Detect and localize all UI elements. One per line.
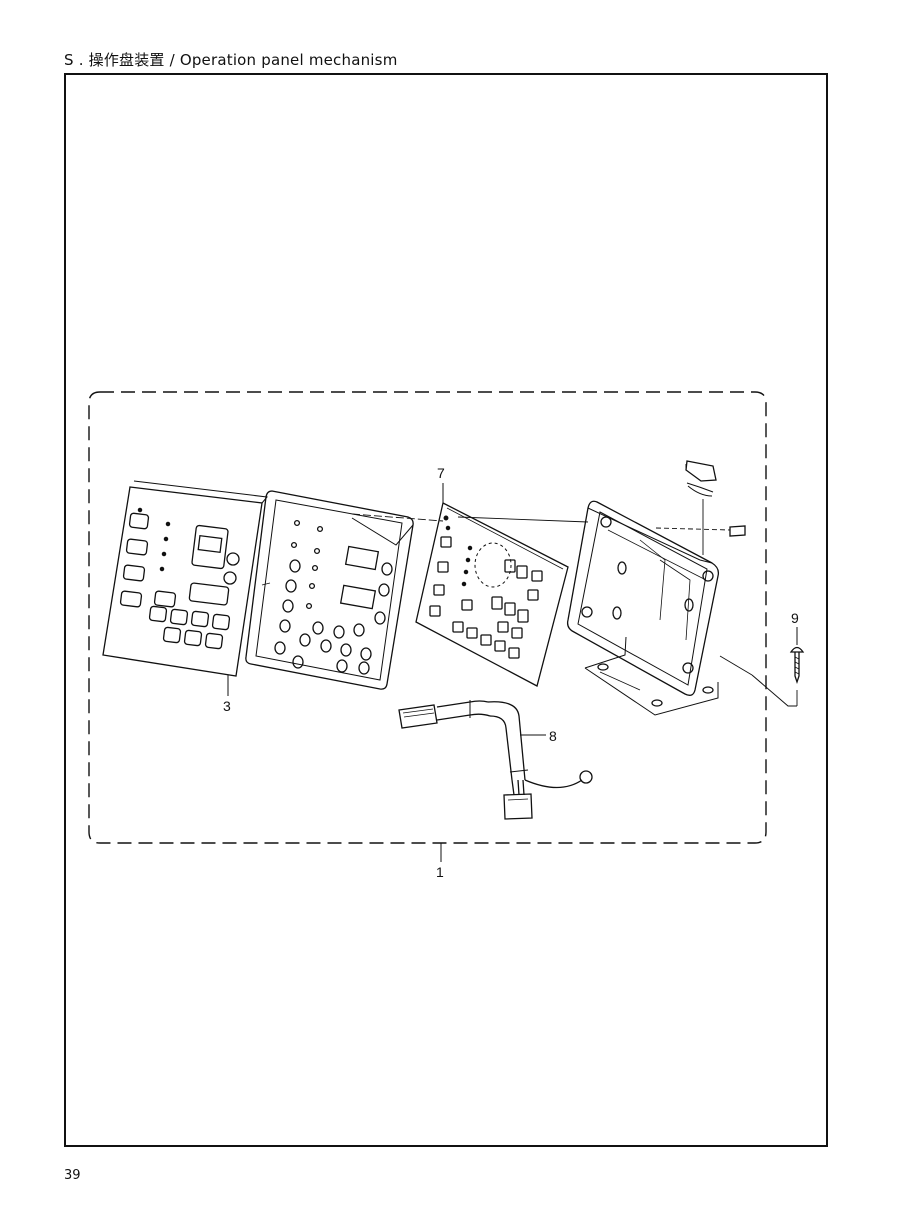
callout-8: 8 [549, 728, 557, 744]
callout-1: 1 [436, 864, 444, 880]
callout-7: 7 [437, 465, 445, 481]
wire-harness [398, 700, 593, 820]
guide-lines [261, 499, 798, 706]
panel-housing [566, 500, 720, 716]
clip-parts [685, 460, 746, 537]
diagram-frame [64, 73, 828, 1147]
panel-frame [245, 490, 414, 690]
callout-9: 9 [791, 610, 799, 626]
screw [789, 646, 805, 685]
assembly-boundary [88, 391, 767, 844]
leader-lines [227, 483, 798, 862]
page-title: S . 操作盘装置 / Operation panel mechanism [64, 51, 398, 69]
page-number: 39 [64, 1168, 81, 1183]
front-panel-sheet [102, 480, 268, 677]
callout-3: 3 [223, 698, 231, 714]
circuit-board [415, 502, 569, 687]
